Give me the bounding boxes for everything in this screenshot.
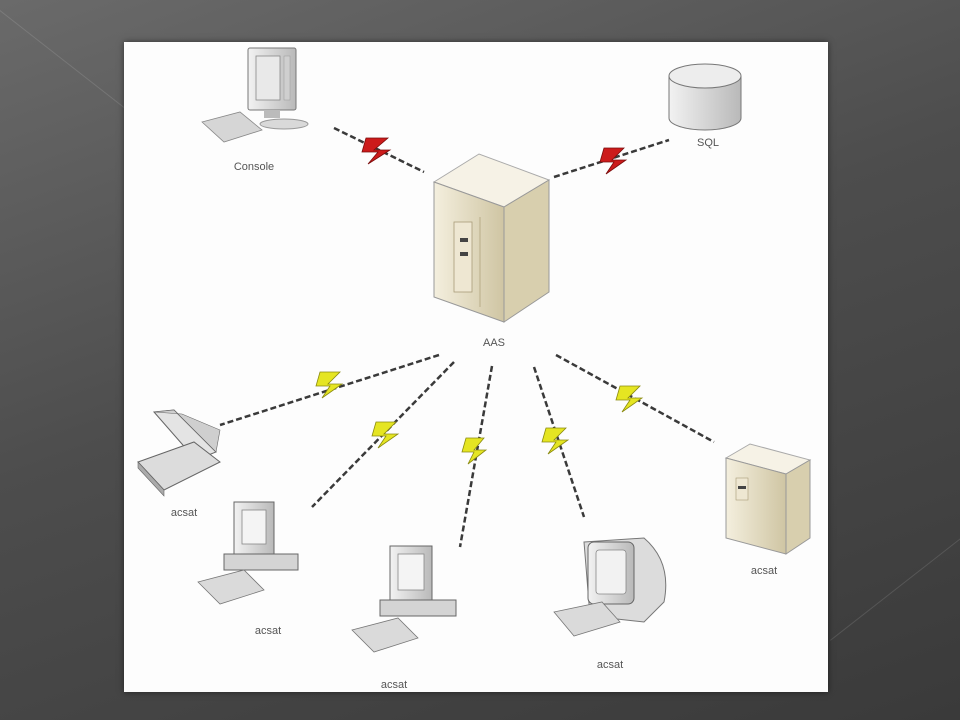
crt-node: acsat [553,537,667,671]
cable-crt [532,366,586,518]
wan-bolt-console-icon [361,137,392,165]
desktop-pc-icon [351,545,457,653]
crt-monitor-icon [553,537,667,637]
server-label: AAS [483,337,505,349]
sql-label: SQL [697,137,719,149]
pc2-label: acsat [381,679,407,691]
wan-bolt-sql-icon [599,147,628,175]
console-label: Console [234,161,274,173]
wireless-bolt-crt-icon [541,427,570,455]
database-cylinder-icon [668,63,742,131]
crt-label: acsat [597,659,623,671]
pc1-label: acsat [255,625,281,637]
laptop-icon [137,409,221,497]
pc2-node: acsat [351,545,457,691]
background-decoration-line [0,10,142,122]
pc1-node: acsat [197,501,299,637]
wireless-bolt-pc2-icon [461,437,488,465]
monitor-keyboard-icon [201,47,309,143]
tower-server-icon [724,443,812,555]
cable-laptop [219,353,440,427]
network-diagram: Console SQL AAS acsat [137,47,812,691]
wireless-bolt-tower-icon [615,385,644,413]
sql-node: SQL [668,63,742,149]
desktop-pc-icon [197,501,299,605]
tower-server-icon [432,153,551,323]
wireless-bolt-pc1-icon [371,421,400,449]
laptop-node: acsat [137,409,221,519]
wireless-link-bolts [315,371,644,465]
tower-label: acsat [751,565,777,577]
wireless-bolt-laptop-icon [315,371,344,399]
cable-sql [553,138,670,179]
laptop-label: acsat [171,507,197,519]
server-node: AAS [432,153,551,349]
tower-node: acsat [724,443,812,577]
network-diagram-image: Console SQL AAS acsat [124,42,828,692]
wan-link-bolts [361,137,628,175]
console-node: Console [201,47,309,173]
background-decoration-line [830,516,960,641]
